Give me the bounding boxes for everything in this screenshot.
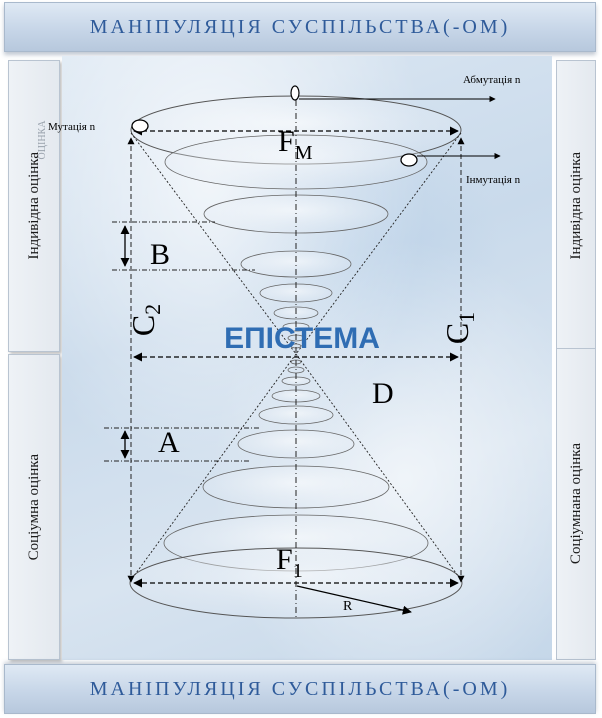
left-top-panel: Індивідна оцінка bbox=[8, 60, 60, 352]
cone-ring bbox=[240, 250, 352, 278]
episteme-label: ЕПІСТЕМА bbox=[224, 322, 380, 355]
a-label: A bbox=[158, 426, 180, 459]
inmutation-node bbox=[400, 153, 418, 167]
cone-edge bbox=[295, 353, 462, 581]
mutation-node bbox=[131, 119, 149, 133]
right-bottom-panel: Соціумнана оцінка bbox=[556, 348, 596, 660]
top-banner-label: МАНІПУЛЯЦІЯ СУСПІЛЬСТВА(-ОМ) bbox=[89, 15, 511, 38]
bottom-banner-label: МАНІПУЛЯЦІЯ СУСПІЛЬСТВА(-ОМ) bbox=[89, 677, 511, 700]
f-top-label: FM bbox=[278, 125, 313, 164]
r-arrow bbox=[296, 585, 412, 615]
cone-edge bbox=[130, 353, 297, 581]
d-label: D bbox=[372, 377, 394, 410]
cone-edge bbox=[130, 132, 297, 355]
bottom-banner: МАНІПУЛЯЦІЯ СУСПІЛЬСТВА(-ОМ) bbox=[4, 664, 596, 714]
f-bottom-label: F1 bbox=[276, 543, 303, 582]
b-label: B bbox=[150, 238, 170, 271]
top-banner: МАНІПУЛЯЦІЯ СУСПІЛЬСТВА(-ОМ) bbox=[4, 2, 596, 52]
ghost-label: ОЦІНКА bbox=[37, 120, 48, 160]
abmutation-label: Абмутація n bbox=[463, 74, 521, 86]
cone-outline bbox=[130, 132, 462, 581]
c1-label: C1 bbox=[439, 312, 479, 344]
cone-edge bbox=[295, 132, 462, 355]
r-label: R bbox=[343, 599, 353, 614]
c2-label: C2 bbox=[125, 304, 165, 336]
abmutation-node bbox=[290, 85, 300, 101]
right-top-panel: Індивідна оцінка bbox=[556, 60, 596, 352]
left-bottom-panel: Соціумна оцінка bbox=[8, 354, 60, 660]
inmutation-label: Інмутація n bbox=[466, 174, 521, 186]
mutation-label: Мутація n bbox=[48, 121, 96, 133]
